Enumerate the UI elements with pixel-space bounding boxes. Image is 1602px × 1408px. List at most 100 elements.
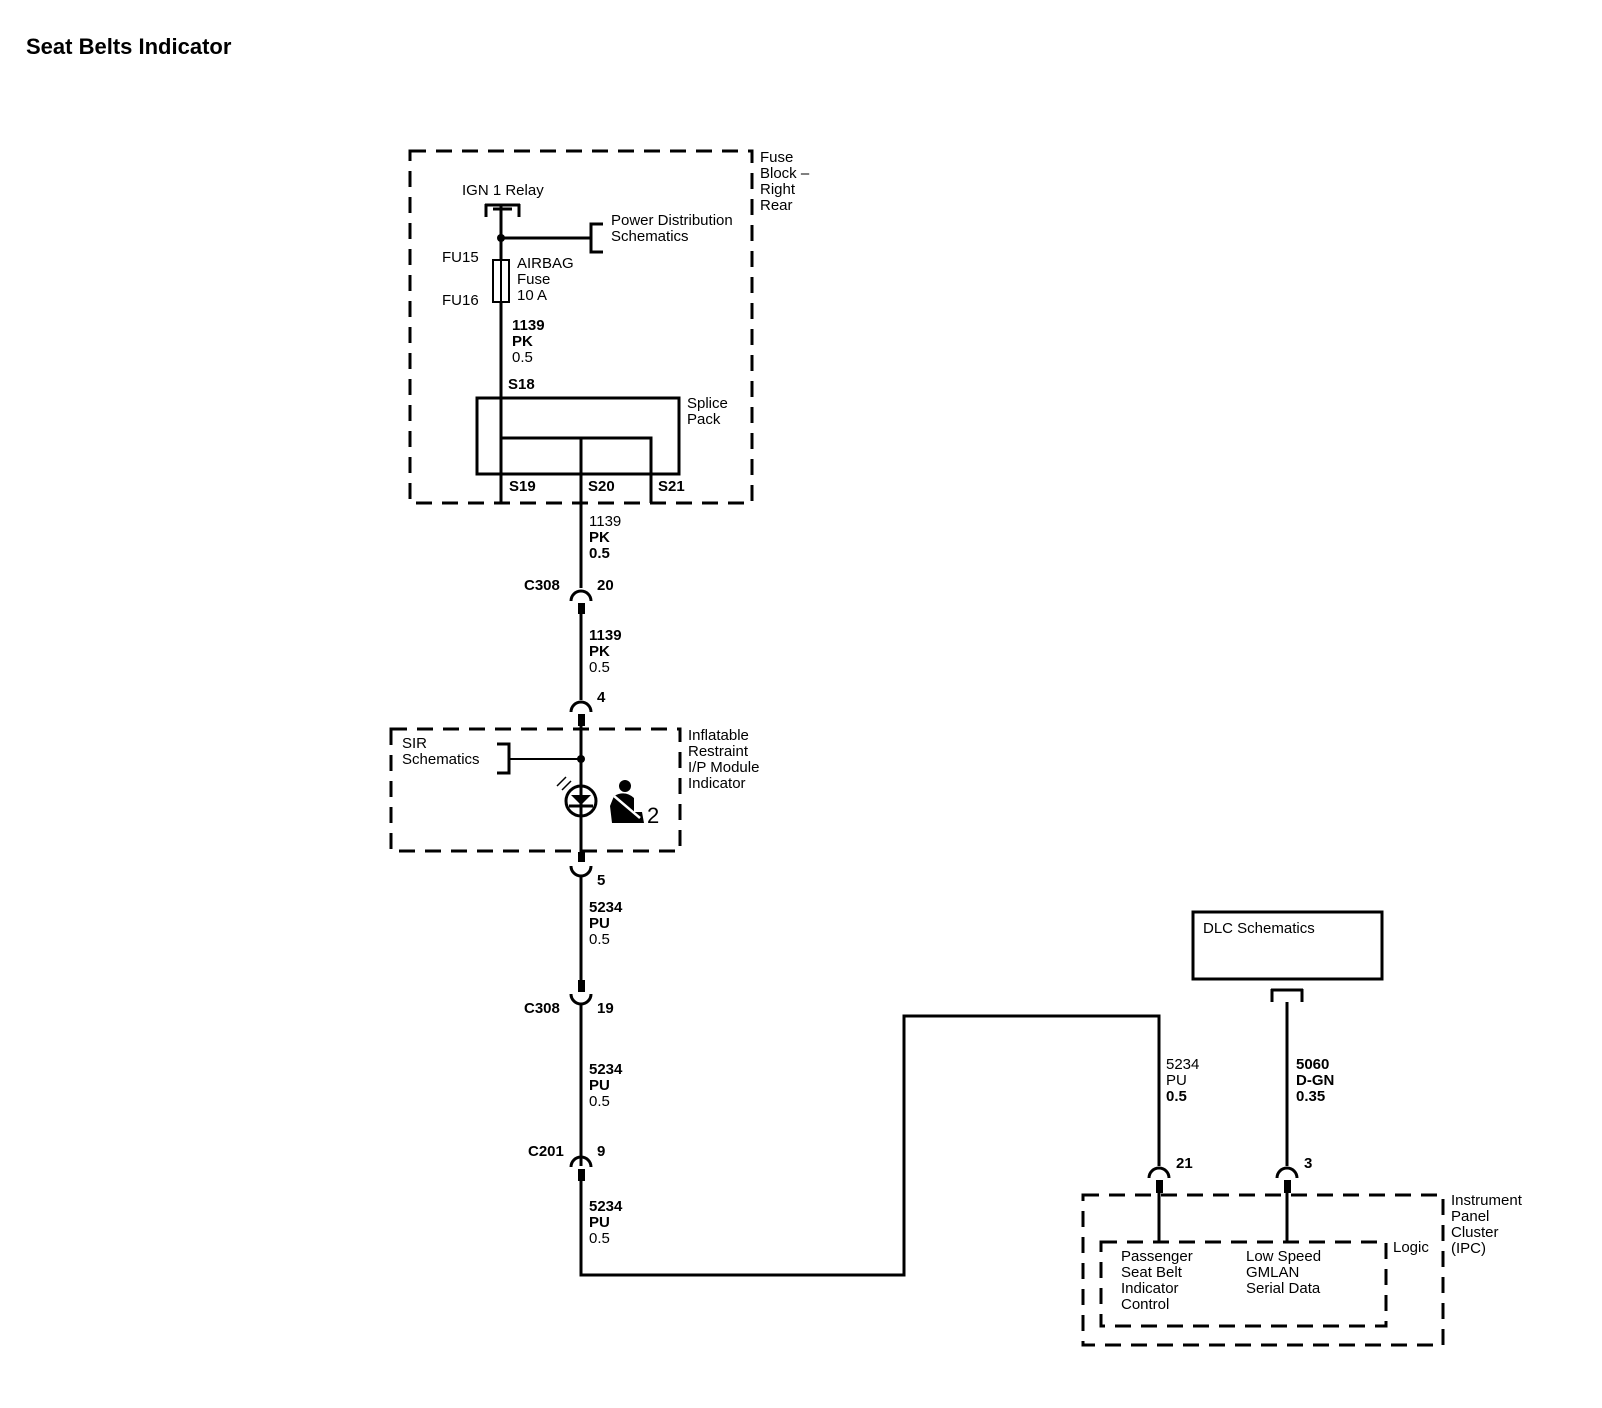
c308-b-name: C308 <box>524 1000 560 1017</box>
svg-text:Passenger: Passenger <box>1121 1248 1193 1265</box>
svg-text:Power Distribution: Power Distribution <box>611 212 733 229</box>
ipc-pin-21-female <box>1147 1166 1171 1179</box>
svg-text:PU: PU <box>589 1077 610 1094</box>
svg-text:(IPC): (IPC) <box>1451 1240 1486 1257</box>
logic-label: Logic <box>1393 1239 1429 1256</box>
indicator-number: 2 <box>647 803 659 828</box>
svg-text:Inflatable: Inflatable <box>688 727 749 744</box>
svg-text:Indicator: Indicator <box>688 775 746 792</box>
svg-text:PU: PU <box>589 1214 610 1231</box>
connector-c308-female <box>569 589 593 602</box>
power-distribution-ref: Power Distribution Schematics <box>611 212 733 245</box>
svg-text:5234: 5234 <box>589 899 623 916</box>
svg-text:0.5: 0.5 <box>512 349 533 366</box>
ip-module-label: Inflatable Restraint I/P Module Indicato… <box>688 727 759 792</box>
fuse-label: AIRBAG Fuse 10 A <box>517 255 574 304</box>
svg-text:Block –: Block – <box>760 165 810 182</box>
svg-text:Control: Control <box>1121 1296 1169 1313</box>
svg-text:0.5: 0.5 <box>589 1093 610 1110</box>
svg-text:Fuse: Fuse <box>760 149 793 166</box>
ipc-pin-3-male <box>1284 1180 1291 1193</box>
svg-text:GMLAN: GMLAN <box>1246 1264 1299 1281</box>
connector-c308-b-female <box>569 993 593 1006</box>
ipc-pin-3: 3 <box>1304 1155 1312 1172</box>
ipc-func-a: Passenger Seat Belt Indicator Control <box>1121 1248 1193 1313</box>
svg-text:Restraint: Restraint <box>688 743 749 760</box>
ipc-pin-3-female <box>1275 1166 1299 1179</box>
fuse-out-label: FU16 <box>442 292 479 309</box>
svg-text:Indicator: Indicator <box>1121 1280 1179 1297</box>
fuse-block-label: Fuse Block – Right Rear <box>760 149 810 214</box>
wire-1139-b-label: 1139 PK 0.5 <box>589 627 622 676</box>
sir-schematics-ref: SIR Schematics <box>402 735 480 768</box>
c201-name: C201 <box>528 1143 564 1160</box>
ipc-func-b: Low Speed GMLAN Serial Data <box>1246 1248 1321 1297</box>
svg-text:PK: PK <box>589 529 610 546</box>
connector-c201-male <box>578 1169 585 1181</box>
svg-text:1139: 1139 <box>589 513 621 530</box>
wire-1139-a-label: 1139 PK 0.5 <box>589 513 621 562</box>
svg-text:0.5: 0.5 <box>589 659 610 676</box>
svg-text:1139: 1139 <box>512 317 545 334</box>
module-pin-out: 5 <box>597 872 605 889</box>
svg-text:AIRBAG: AIRBAG <box>517 255 574 272</box>
seat-belt-icon <box>610 780 644 823</box>
ipc-pin-21: 21 <box>1176 1155 1193 1172</box>
svg-text:Cluster: Cluster <box>1451 1224 1499 1241</box>
svg-text:Panel: Panel <box>1451 1208 1489 1225</box>
splice-s21-label: S21 <box>658 478 685 495</box>
connector-c201-female <box>569 1155 593 1168</box>
wire-5234-route <box>579 1014 1161 1277</box>
wire-5234-d-label: 5234 PU 0.5 <box>1166 1056 1199 1105</box>
page-title: Seat Belts Indicator <box>26 34 232 59</box>
svg-text:Instrument: Instrument <box>1451 1192 1523 1209</box>
svg-text:Fuse: Fuse <box>517 271 550 288</box>
wire-5060-label: 5060 D-GN 0.35 <box>1296 1056 1334 1105</box>
wire-5234-b-label: 5234 PU 0.5 <box>589 1061 623 1110</box>
ref-bracket-icon <box>589 222 603 254</box>
ip-module-outline <box>389 727 682 853</box>
ipc-pin-21-male <box>1156 1180 1163 1193</box>
splice-pack-label: Splice Pack <box>687 395 728 428</box>
sir-bracket-icon <box>497 742 511 775</box>
connector-pin-5 <box>569 865 593 878</box>
fuse-in-label: FU15 <box>442 249 479 266</box>
svg-text:Schematics: Schematics <box>402 751 480 768</box>
svg-text:5234: 5234 <box>589 1061 623 1078</box>
svg-text:D-GN: D-GN <box>1296 1072 1334 1089</box>
svg-text:PK: PK <box>589 643 610 660</box>
svg-text:Serial Data: Serial Data <box>1246 1280 1321 1297</box>
svg-text:I/P Module: I/P Module <box>688 759 759 776</box>
wire-5234-a-label: 5234 PU 0.5 <box>589 899 623 948</box>
connector-c308-male <box>578 603 585 614</box>
wire-5234-c-label: 5234 PU 0.5 <box>589 1198 623 1247</box>
splice-s19-label: S19 <box>509 478 536 495</box>
svg-text:Low Speed: Low Speed <box>1246 1248 1321 1265</box>
svg-text:5234: 5234 <box>589 1198 623 1215</box>
svg-text:0.5: 0.5 <box>1166 1088 1187 1105</box>
svg-text:Rear: Rear <box>760 197 793 214</box>
splice-s20-label: S20 <box>588 478 615 495</box>
svg-text:Right: Right <box>760 181 796 198</box>
svg-text:0.5: 0.5 <box>589 1230 610 1247</box>
svg-text:Seat Belt: Seat Belt <box>1121 1264 1183 1281</box>
ipc-logic-outline <box>1099 1240 1388 1328</box>
svg-text:Schematics: Schematics <box>611 228 689 245</box>
splice-bus <box>501 436 653 503</box>
svg-text:0.5: 0.5 <box>589 931 610 948</box>
splice-s18-label: S18 <box>508 376 535 393</box>
c308-b-pin: 19 <box>597 1000 614 1017</box>
connector-pin-4 <box>569 700 593 713</box>
led-indicator-icon <box>556 776 598 818</box>
connector-c308-b-male <box>578 980 585 992</box>
module-pin-in: 4 <box>597 689 606 706</box>
ipc-outline <box>1081 1193 1445 1347</box>
svg-text:0.35: 0.35 <box>1296 1088 1325 1105</box>
svg-text:PU: PU <box>589 915 610 932</box>
svg-text:10 A: 10 A <box>517 287 547 304</box>
svg-text:PU: PU <box>1166 1072 1187 1089</box>
dlc-terminal-icon <box>1270 988 1304 1002</box>
splice-pack-box <box>475 396 681 476</box>
ipc-label: Instrument Panel Cluster (IPC) <box>1451 1192 1523 1257</box>
